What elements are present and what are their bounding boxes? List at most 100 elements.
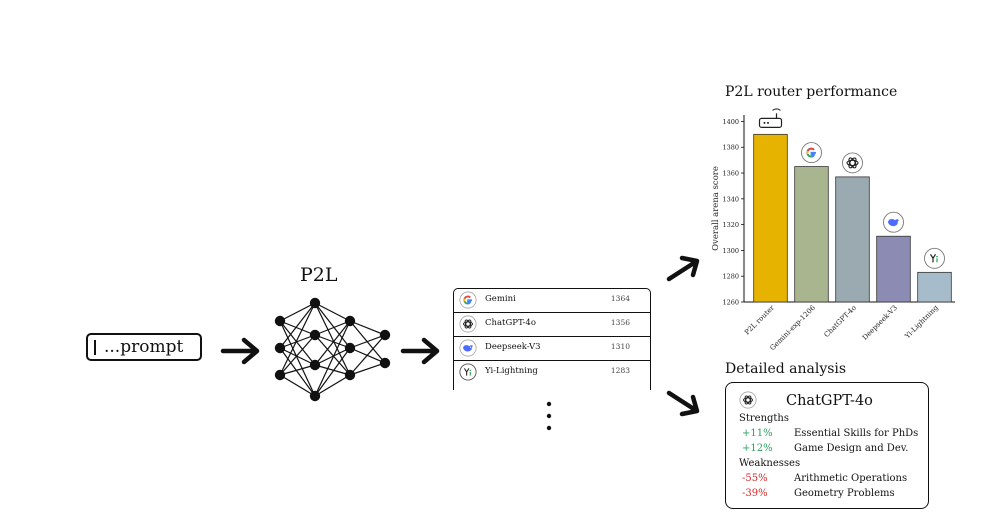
weakness-label: Arithmetic Operations [794, 473, 908, 484]
vertical-ellipsis-icon [546, 401, 552, 431]
network-edge [279, 320, 316, 397]
network-node [344, 369, 356, 381]
network-edge [279, 347, 316, 366]
network-edge [314, 302, 351, 322]
ranking-score: 1310 [610, 342, 630, 351]
analysis-card: ChatGPT-4o Strengths +11% Essential Skill… [725, 382, 929, 509]
x-tick-label: ChatGPT-4o [823, 304, 858, 339]
yi-icon [924, 247, 945, 269]
network-edge [314, 334, 351, 376]
chart-title: P2L router performance [725, 84, 898, 100]
network-edge [279, 364, 316, 376]
strengths-heading: Strengths [739, 413, 789, 424]
y-tick-label: 1340 [722, 195, 739, 203]
y-tick-label: 1260 [722, 299, 739, 307]
arrow-down-right-icon [666, 390, 700, 417]
network-edge [279, 334, 316, 376]
network-node [274, 369, 286, 381]
x-tick-label: P2L router [743, 303, 776, 336]
ranking-row: Gemini 1364 [453, 288, 651, 312]
y-tick-label: 1360 [722, 170, 739, 178]
bar-chart: Overall arena score 1260 1280 1300 1320 1340 1… [711, 108, 955, 350]
openai-icon [459, 315, 477, 333]
network-node [344, 342, 356, 354]
analysis-title: Detailed analysis [725, 361, 847, 377]
network-edge [314, 374, 351, 397]
network-node [274, 315, 286, 327]
strength-label: Game Design and Dev. [794, 443, 909, 454]
yi-icon [459, 363, 477, 381]
network-node [379, 357, 391, 369]
router-icon [758, 108, 783, 128]
ranking-model-name: Yi-Lightning [485, 366, 538, 376]
network-edge [314, 364, 351, 376]
network-edge [279, 302, 316, 322]
y-tick-label: 1320 [722, 221, 739, 229]
y-tick-label: 1300 [722, 247, 739, 255]
deepseek-icon [459, 339, 477, 357]
arrow-up-right-icon [666, 255, 700, 282]
neural-network-diagram [274, 297, 391, 402]
bar [753, 133, 788, 303]
network-node [379, 329, 391, 341]
ranking-list: Gemini 1364 ChatGPT-4o 1356 Deepseek-V3 … [453, 288, 651, 392]
network-edge [314, 302, 351, 349]
ranking-row: Deepseek-V3 1310 [453, 336, 651, 360]
analysis-model-name: ChatGPT-4o [786, 393, 873, 409]
network-node [309, 359, 321, 371]
weakness-label: Geometry Problems [794, 488, 895, 499]
weakness-row: -39% Geometry Problems [742, 488, 895, 499]
network-edge [314, 347, 351, 397]
network-node [344, 315, 356, 327]
strength-value: +11% [742, 428, 773, 439]
strength-value: +12% [742, 443, 773, 454]
deepseek-icon [883, 211, 904, 233]
ranking-score: 1283 [610, 366, 630, 375]
prompt-box: ...prompt [86, 333, 202, 361]
network-edge [314, 302, 351, 376]
bar [917, 271, 952, 303]
network-edge [349, 320, 386, 336]
ranking-model-name: Deepseek-V3 [485, 342, 541, 352]
weakness-row: -55% Arithmetic Operations [742, 473, 907, 484]
network-edge [314, 320, 351, 397]
network-edge [279, 347, 316, 397]
network-edge [314, 320, 351, 336]
network-edge [279, 302, 316, 376]
network-edge [349, 362, 386, 376]
arrow-right-icon [220, 337, 260, 365]
bar [794, 166, 829, 303]
ranking-score: 1356 [610, 318, 630, 327]
network-node [274, 342, 286, 354]
x-tick-label: Deepseek-V3 [861, 304, 899, 342]
bar [835, 176, 870, 303]
gemini-icon [801, 142, 822, 164]
network-edge [314, 347, 351, 366]
network-node [309, 390, 321, 402]
network-edge [279, 334, 316, 349]
network-edge [279, 302, 316, 349]
x-tick-label: Gemini-exp-1206 [768, 303, 817, 350]
network-edge [314, 334, 351, 349]
ranking-model-name: ChatGPT-4o [485, 318, 536, 328]
weakness-value: -55% [742, 473, 768, 484]
network-edge [279, 320, 316, 336]
x-tick-label: Yi-Lightning [903, 303, 941, 341]
strength-row: +12% Game Design and Dev. [742, 443, 908, 454]
network-edge [349, 334, 386, 376]
network-edge [314, 320, 351, 366]
network-edge [279, 374, 316, 397]
network-node [309, 297, 321, 309]
text-cursor [94, 339, 96, 355]
y-tick-label: 1400 [722, 118, 739, 126]
bar [876, 235, 911, 303]
ranking-model-name: Gemini [485, 294, 516, 304]
y-axis-label: Overall arena score [711, 166, 721, 251]
strength-label: Essential Skills for PhDs [794, 428, 919, 439]
openai-icon [739, 391, 757, 409]
weaknesses-heading: Weaknesses [739, 458, 801, 469]
weakness-value: -39% [742, 488, 768, 499]
prompt-text: ...prompt [104, 337, 184, 357]
y-tick-label: 1280 [722, 273, 739, 281]
arrow-right-icon [400, 337, 440, 365]
